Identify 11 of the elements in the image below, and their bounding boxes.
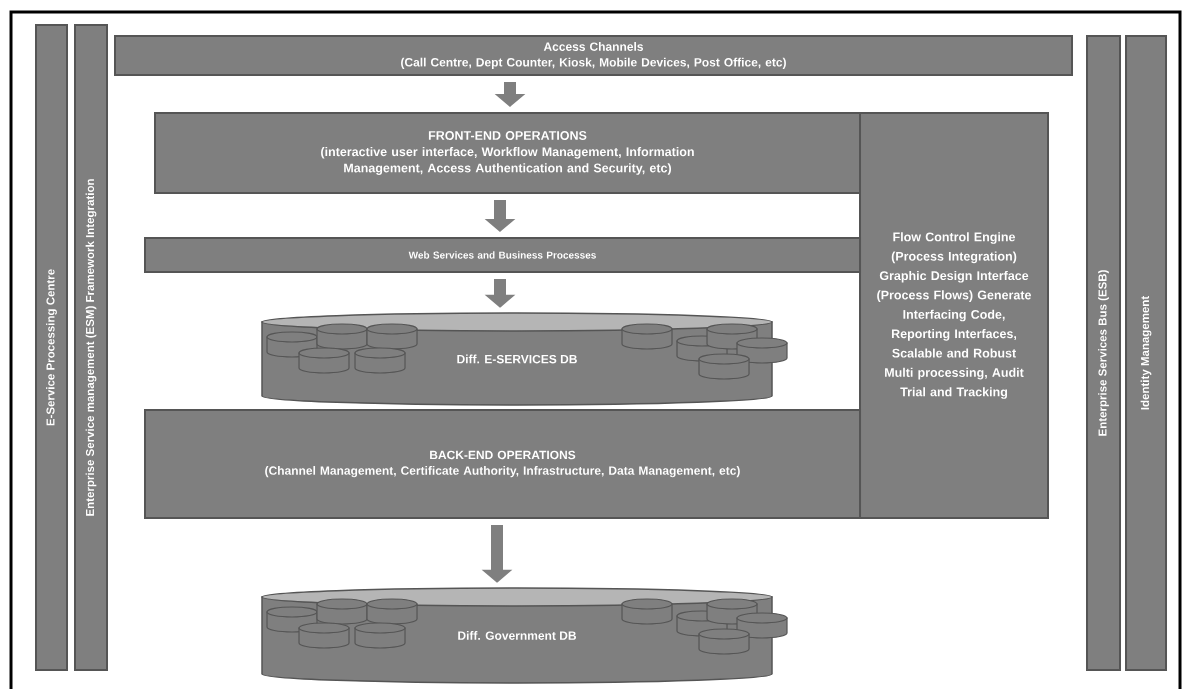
engine-panel: Flow Control Engine (Process Integration) Graphic Design Interface (Process Flows) Generate Interfacing Code, Reporting Interfaces, Scalable and Robust Multi processing, Audit Trial and Tracking — [859, 112, 1049, 519]
layer-box: BACK-END OPERATIONS (Channel Management, Certificate Authority, Infrastructure, Data Management, etc) — [144, 409, 861, 519]
vertical-bar: Enterprise Service management (ESM) Framework Integration — [74, 24, 108, 671]
vertical-bar: E-Service Processing Centre — [35, 24, 68, 671]
database-drawing: Diff. Government DB — [261, 587, 788, 684]
layer-box: Access Channels (Call Centre, Dept Counter, Kiosk, Mobile Devices, Post Office, etc) — [114, 35, 1073, 76]
vertical-bar: Enterprise Services Bus (ESB) — [1086, 35, 1121, 671]
database-drawing: Diff. E-SERVICES DB — [261, 312, 788, 406]
vertical-bar: Identity Management — [1125, 35, 1167, 671]
layer-box: Web Services and Business Processes — [144, 237, 861, 273]
layer-box: FRONT-END OPERATIONS (interactive user interface, Workflow Management, Information Management, Access Authentication and Security, etc) — [154, 112, 861, 194]
